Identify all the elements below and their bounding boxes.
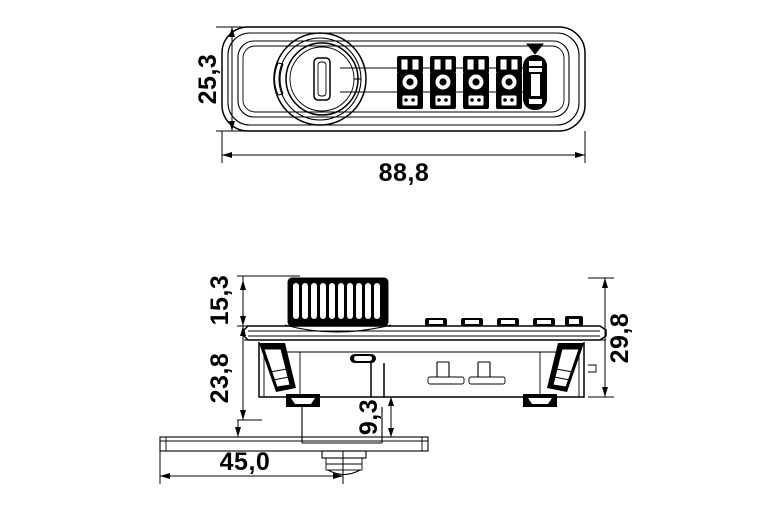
bottom-tabs: [286, 394, 557, 407]
internal-slot-2: [477, 361, 491, 378]
dial-tops-side: [425, 316, 583, 326]
arrowhead-450-left: [160, 473, 170, 479]
arrowhead-298-bottom: [602, 387, 608, 397]
arrowhead-leader-plate: [235, 427, 241, 437]
front-view: 25,3 88,8: [194, 26, 586, 187]
internal-pad-1: [427, 376, 465, 385]
triangle-marker: [527, 44, 543, 54]
dim-label-88-8: 88,8: [379, 159, 430, 187]
dim-label-29-8: 29,8: [606, 313, 634, 364]
right-spring-clip: [547, 343, 584, 392]
lock-cylinder: [273, 32, 367, 126]
cylinder-left-tab-outer: [273, 62, 279, 96]
combination-dials: [397, 56, 522, 109]
front-body-face: [237, 40, 570, 118]
arrowhead-888-right: [575, 152, 585, 158]
arrowhead-238-bottom: [240, 410, 246, 420]
internal-pad-2: [468, 376, 506, 385]
threaded-shaft: [321, 450, 367, 476]
dial-1[interactable]: [397, 56, 423, 109]
dim-label-23-8: 23,8: [206, 353, 234, 404]
front-body-outer: [221, 26, 586, 132]
dimension-side-left-stack: 15,3 23,8: [206, 275, 300, 421]
release-slider[interactable]: [523, 43, 547, 110]
knob-base-curve: [284, 324, 392, 333]
slider-groove-3: [529, 99, 542, 104]
dial-4[interactable]: [496, 56, 522, 109]
dimension-height-front: 25,3: [194, 26, 248, 132]
arrowhead-238-top: [240, 326, 246, 336]
body-outline: [258, 342, 585, 398]
cylinder-left-tab-inner: [279, 63, 284, 95]
arrowhead-298-top: [602, 278, 608, 288]
dimension-total-height: 29,8: [588, 277, 634, 398]
internal-slot-1: [436, 361, 450, 378]
keyhole-slot-inner: [317, 61, 327, 97]
dial-3[interactable]: [463, 56, 489, 109]
front-body-face-inner: [242, 45, 565, 113]
dial-2[interactable]: [430, 56, 456, 109]
arrowhead-93-bottom: [388, 428, 394, 437]
dim-label-9-3: 9,3: [355, 399, 383, 435]
knurled-knob[interactable]: [284, 277, 392, 333]
arrowhead-93-top: [388, 397, 394, 406]
slider-thumb: [531, 74, 540, 96]
side-view: 15,3 23,8 29,8 9,3: [159, 275, 634, 484]
dim-label-45-0: 45,0: [220, 448, 271, 476]
shaft-tip: [327, 469, 361, 476]
arrowhead-153-top: [240, 280, 246, 290]
dimension-shaft-length: 9,3: [355, 396, 398, 438]
arrowhead-253-top: [229, 27, 235, 37]
cylinder-tab-cap-bottom: [277, 93, 284, 96]
front-body-outer-inner: [227, 32, 580, 126]
cylinder-tab-cap-top: [277, 62, 284, 65]
dim-label-15-3: 15,3: [206, 275, 234, 326]
arrowhead-888-left: [222, 152, 232, 158]
arrowhead-153-bottom: [240, 316, 246, 326]
slider-groove-2: [529, 68, 542, 72]
slider-groove-1: [529, 61, 542, 66]
left-spring-clip: [259, 343, 296, 392]
arrowhead-253-bottom: [229, 121, 235, 131]
internal-slot-right: [588, 364, 597, 373]
keyhole-slot-outer: [313, 57, 331, 101]
thread-row-2: [325, 463, 363, 471]
dimension-width-front: 88,8: [221, 131, 586, 187]
side-body: [258, 342, 597, 398]
dimension-plate-width: 45,0: [159, 420, 344, 484]
arrowhead-450-right: [333, 473, 343, 479]
dim-label-25-3: 25,3: [194, 54, 222, 105]
